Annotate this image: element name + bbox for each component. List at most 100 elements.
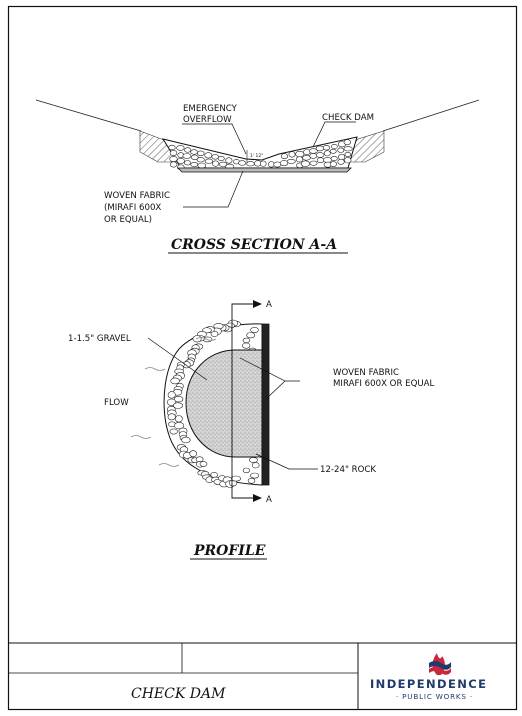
dam-rock <box>343 146 353 152</box>
profile-rock <box>199 461 208 467</box>
dam-rock <box>217 156 225 162</box>
dam-rock <box>196 157 205 163</box>
dam-rock <box>337 158 345 165</box>
profile-rock <box>189 450 197 458</box>
profile-title: PROFILE <box>193 543 266 559</box>
dam-rock <box>169 161 178 168</box>
sheet-border <box>7 5 518 711</box>
profile-rock <box>247 477 256 484</box>
profile-view: A A 1-1.5" GRAVEL FLOW WOVEN FABRIC MIRA… <box>68 300 435 560</box>
gravel-core <box>185 349 263 458</box>
profile-rock <box>231 475 241 482</box>
dam-rock <box>309 160 318 166</box>
dam-rock <box>323 150 331 157</box>
flow-arrows <box>130 337 217 467</box>
cross-section-title: CROSS SECTION A-A <box>171 237 337 253</box>
profile-rock <box>246 332 255 339</box>
dam-rock <box>329 161 338 167</box>
profile-rock <box>173 402 184 409</box>
dam-rock <box>169 156 178 162</box>
leader-check-dam <box>312 121 356 148</box>
dam-rock <box>191 154 199 161</box>
leader-gravel <box>147 337 208 381</box>
overflow-dim-note: 1' 12" <box>250 153 263 159</box>
dam-rock <box>169 150 178 157</box>
profile-rock <box>210 330 219 337</box>
dam-rock <box>295 150 305 158</box>
section-arrow-bottom <box>253 494 262 502</box>
profile-rock <box>174 415 183 423</box>
profile-rock <box>174 422 185 430</box>
profile-rock <box>173 396 184 403</box>
dam-rock <box>337 147 345 153</box>
profile-rock <box>251 462 260 469</box>
dam-rock <box>267 161 275 168</box>
dam-rock <box>322 145 331 151</box>
dam-rock <box>344 157 352 164</box>
profile-rock <box>250 472 259 479</box>
label-flow: FLOW <box>104 398 129 408</box>
profile-rock <box>181 436 191 444</box>
dam-rock <box>302 155 311 161</box>
dam-rock <box>176 157 185 164</box>
section-arrow-top <box>253 300 262 308</box>
leader-fabric-profile-2 <box>265 380 286 400</box>
woven-fabric-layer <box>177 167 352 173</box>
dam-rock <box>295 156 304 163</box>
label-rock: 12-24" ROCK <box>320 465 376 475</box>
label-woven-fabric-1: WOVEN FABRIC <box>104 191 170 201</box>
label-gravel: 1-1.5" GRAVEL <box>68 334 131 344</box>
dam-rock <box>315 152 325 158</box>
dam-rock <box>225 157 233 164</box>
leader-rock <box>255 453 318 470</box>
dam-rock <box>190 149 198 155</box>
dam-rock <box>329 148 337 154</box>
dam-rock <box>288 151 296 158</box>
dam-rock <box>211 154 219 160</box>
dam-rock <box>197 150 205 157</box>
dam-rock <box>238 160 247 166</box>
leader-emergency-overflow <box>182 123 247 155</box>
logo-wordmark: INDEPENDENCE <box>370 677 487 691</box>
dam-rock <box>300 160 310 167</box>
sheet-title: CHECK DAM <box>131 686 226 702</box>
profile-rock <box>210 471 218 478</box>
dam-rock <box>176 145 185 151</box>
dam-rock <box>197 162 207 169</box>
label-woven-fabric-profile-2: MIRAFI 600X OR EQUAL <box>333 379 435 389</box>
dam-rock <box>316 157 325 163</box>
check-dam-rocks <box>168 139 353 170</box>
dam-rock <box>184 160 191 166</box>
dam-rock <box>168 144 176 151</box>
profile-rock <box>167 413 176 421</box>
dam-rock <box>280 153 289 160</box>
flow-arrow-3 <box>130 435 152 439</box>
dam-rock <box>190 162 199 168</box>
woven-fabric-face <box>261 323 270 486</box>
label-check-dam: CHECK DAM <box>322 113 374 123</box>
dam-rock <box>246 161 255 167</box>
profile-rock <box>250 326 259 333</box>
flow-arrow-2 <box>144 367 166 371</box>
ground-line-right <box>382 99 480 132</box>
section-mark-bottom: A <box>266 495 272 505</box>
dam-rock <box>309 153 318 159</box>
label-woven-fabric-3: OR EQUAL) <box>104 215 152 225</box>
logo-subtitle: · PUBLIC WORKS · <box>396 692 473 701</box>
flag-flame-logo-icon <box>429 653 451 675</box>
dam-rock <box>259 160 267 167</box>
cross-section-a-a: 1' 12" EMERGENCY OVERFLOW CHECK DAM WOVE… <box>35 99 480 254</box>
dam-rock <box>315 145 325 152</box>
title-block: CHECK DAM INDEPENDENCE · PUBLIC WORKS · <box>8 642 517 710</box>
dam-rock <box>286 158 296 164</box>
profile-rock <box>242 342 251 349</box>
profile-rock <box>167 391 176 399</box>
dam-rock <box>330 156 338 162</box>
profile-rock <box>242 337 251 344</box>
dam-rock <box>204 152 213 159</box>
label-emergency-overflow-1: EMERGENCY <box>183 104 238 114</box>
dam-rock <box>182 153 192 159</box>
dam-rock <box>280 160 289 167</box>
dam-rock <box>184 147 192 153</box>
dam-rock <box>273 161 282 168</box>
